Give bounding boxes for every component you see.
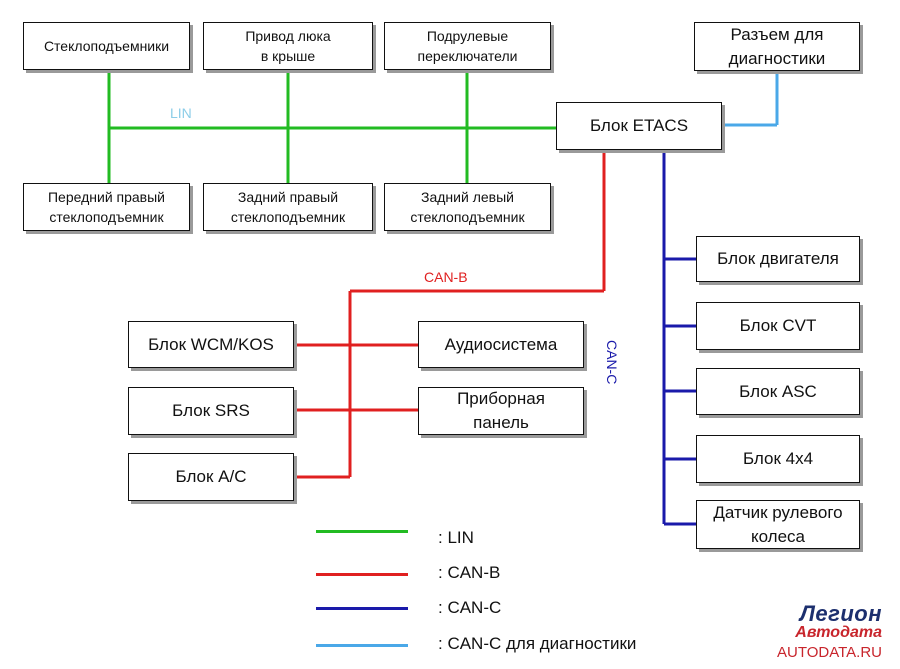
node-instrument-panel: Приборная панель	[418, 387, 584, 435]
can-b-bus	[294, 150, 606, 479]
node-windows-label: Стеклоподъемники	[43, 38, 170, 54]
node-cvt-label: Блок CVT	[739, 316, 817, 335]
node-sunroof: Привод люка в крыше	[203, 22, 373, 70]
legend-line-can-c-diag	[316, 644, 408, 647]
node-rear-left-window-label: Задний левый стеклоподъемник	[410, 189, 525, 225]
legend-label-can-c: : CAN-C	[438, 598, 502, 617]
can-c-bus-label: CAN-C	[604, 340, 620, 385]
node-srs-label: Блок SRS	[172, 401, 250, 420]
node-instrument-panel-label: Приборная панель	[457, 389, 545, 432]
legend-line-lin	[316, 530, 408, 533]
node-etacs-label: Блок ETACS	[589, 116, 689, 135]
node-sunroof-label: Привод люка в крыше	[245, 28, 331, 64]
can-b-bus-label: CAN-B	[424, 269, 468, 285]
node-cvt: Блок CVT	[696, 302, 860, 350]
node-column-switches: Подрулевые переключатели	[384, 22, 551, 70]
node-front-right-window: Передний правый стеклоподъемник	[23, 183, 190, 231]
node-rear-left-window: Задний левый стеклоподъемник	[384, 183, 551, 231]
node-wcm-kos-label: Блок WCM/KOS	[148, 334, 274, 354]
legend-label-lin: : LIN	[438, 528, 474, 547]
lin-bus	[107, 70, 556, 183]
node-ac: Блок А/С	[128, 453, 294, 501]
node-steering-sensor: Датчик рулевого колеса	[696, 500, 860, 549]
node-steering-sensor-label: Датчик рулевого колеса	[713, 502, 843, 546]
watermark-line1: Легион	[799, 601, 882, 626]
watermark-logo: Легион Автодата AUTODATA.RU	[777, 601, 882, 661]
node-rear-right-window-label: Задний правый стеклоподъемник	[230, 189, 346, 225]
node-asc-label: Блок ASC	[739, 381, 817, 401]
node-srs: Блок SRS	[128, 387, 294, 435]
node-wcm-kos: Блок WCM/KOS	[128, 321, 294, 368]
node-etacs: Блок ETACS	[556, 102, 722, 150]
node-diag-connector: Разъем для диагностики	[694, 22, 860, 71]
node-engine-label: Блок двигателя	[717, 249, 839, 268]
can-c-diag-bus	[722, 71, 779, 127]
watermark-line3: AUTODATA.RU	[776, 644, 882, 661]
node-ac-label: Блок А/С	[175, 467, 247, 486]
node-audio-label: Аудиосистема	[444, 334, 558, 354]
node-column-switches-label: Подрулевые переключатели	[417, 28, 518, 64]
node-audio: Аудиосистема	[418, 321, 584, 368]
legend-label-can-b: : CAN-B	[438, 563, 501, 582]
legend-label-can-c-diag: : CAN-C для диагностики	[438, 634, 637, 653]
legend-line-can-c	[316, 607, 408, 610]
node-4x4: Блок 4x4	[696, 435, 860, 483]
node-windows: Стеклоподъемники	[23, 22, 190, 70]
node-asc: Блок ASC	[696, 368, 860, 415]
node-front-right-window-label: Передний правый стеклоподъемник	[47, 189, 166, 225]
node-rear-right-window: Задний правый стеклоподъемник	[203, 183, 373, 231]
lin-bus-label: LIN	[170, 105, 192, 121]
legend-line-can-b	[316, 573, 408, 576]
node-diag-connector-label: Разъем для диагностики	[728, 24, 826, 68]
node-engine: Блок двигателя	[696, 236, 860, 282]
node-4x4-label: Блок 4x4	[742, 449, 814, 468]
watermark-line2: Автодата	[795, 624, 882, 641]
can-c-bus	[662, 150, 696, 526]
